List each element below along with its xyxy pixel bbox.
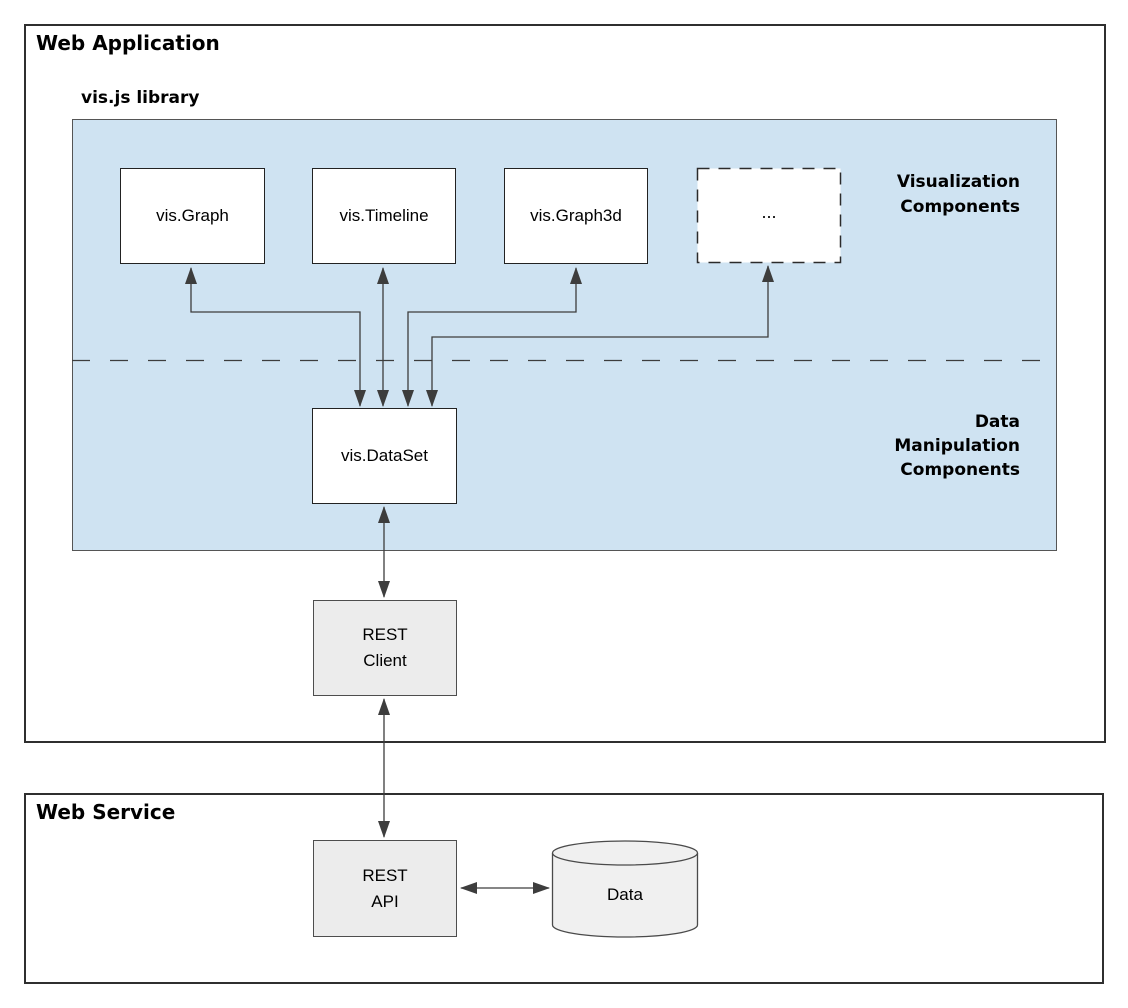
more-components-label: ... [761,201,777,222]
web-application-title: Web Application [36,31,220,55]
vis-graph-box: vis.Graph [120,168,265,264]
web-service-title: Web Service [36,800,176,824]
vis-timeline-box: vis.Timeline [312,168,456,264]
visjs-library-label: vis.js library [81,88,200,108]
visualization-components-label: Visualization Components [896,172,1020,217]
rest-api-box: REST API [313,840,457,937]
data-manipulation-components-label: Data Manipulation Components [894,412,1020,480]
vis-dataset-box: vis.DataSet [312,408,457,504]
rest-client-box: REST Client [313,600,457,696]
vis-graph3d-box: vis.Graph3d [504,168,648,264]
data-cylinder-label: Data [607,884,643,904]
